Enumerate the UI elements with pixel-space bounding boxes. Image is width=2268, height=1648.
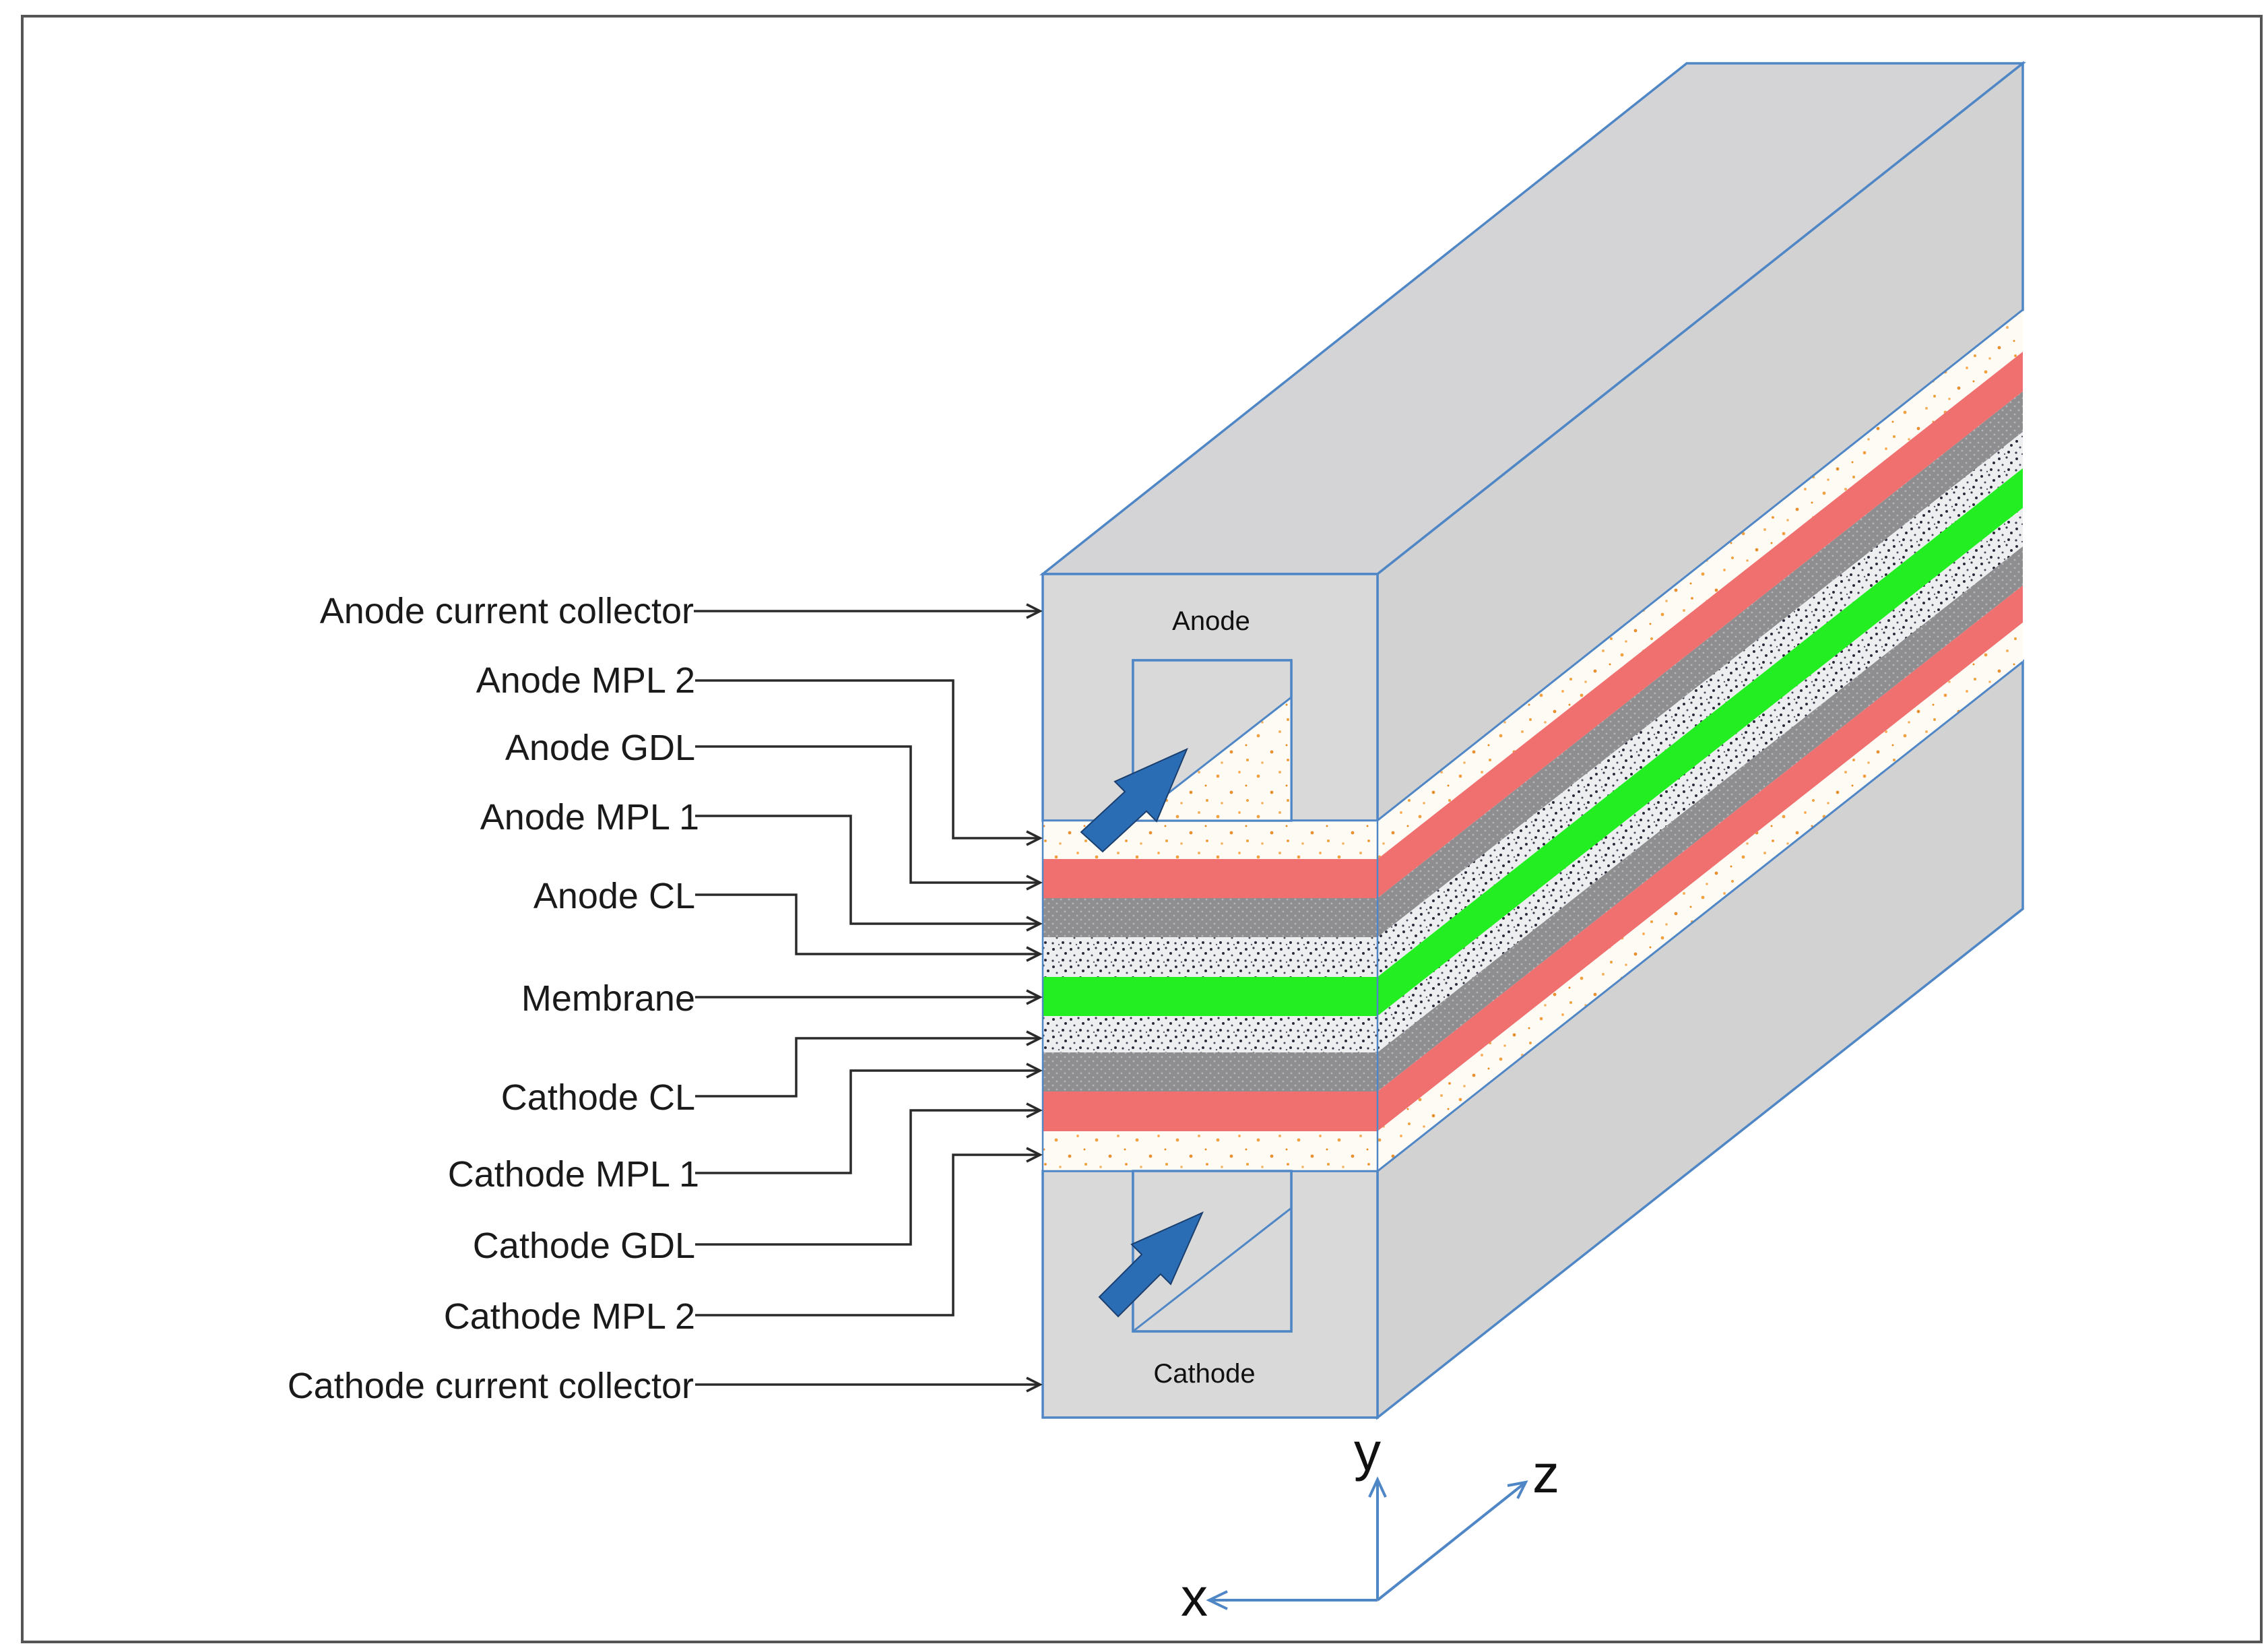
label-anode-mpl-2: Anode MPL 2	[476, 660, 695, 701]
cathode-channel-label: Cathode	[1153, 1359, 1255, 1389]
axis-label-y: y	[1354, 1422, 1381, 1482]
cathode-gdl-front	[1043, 1091, 1378, 1131]
cathode-channel-diagonal	[1132, 1207, 1292, 1333]
cathode-cl-front	[1043, 1016, 1378, 1052]
membrane-front	[1043, 977, 1378, 1016]
label-anode-gdl: Anode GDL	[505, 728, 695, 768]
anode-channel-porous-wedge	[1130, 695, 1293, 822]
anode-flow-arrow	[1080, 748, 1188, 853]
label-cathode-cl: Cathode CL	[501, 1077, 695, 1118]
cathode-mpl-2-front	[1043, 1131, 1378, 1171]
cathode-cl-side	[1378, 508, 2023, 1052]
label-cathode-mpl-1: Cathode MPL 1	[448, 1154, 699, 1195]
anode-cl-side	[1378, 432, 2023, 977]
label-cathode-mpl-2: Cathode MPL 2	[444, 1296, 695, 1337]
label-membrane: Membrane	[521, 978, 695, 1019]
anode-mpl-1-side	[1378, 391, 2023, 937]
axis-label-z: z	[1532, 1444, 1559, 1504]
cathode-mpl-2-side	[1378, 623, 2023, 1171]
label-cathode-gdl: Cathode GDL	[473, 1226, 695, 1266]
cathode-gdl-side	[1378, 585, 2023, 1131]
anode-channel-label: Anode	[1172, 606, 1250, 636]
cathode-mpl-1-front	[1043, 1052, 1378, 1091]
leader-lines	[694, 610, 1039, 1386]
cathode-mpl-1-side	[1378, 546, 2023, 1091]
anode-gdl-side	[1378, 352, 2023, 898]
anode-mpl-2-side	[1378, 310, 2023, 859]
anode-mpl-1-front	[1043, 898, 1378, 937]
membrane-side	[1378, 468, 2023, 1016]
leader-arrowheads	[1026, 603, 1043, 1393]
label-cathode-current-collector: Cathode current collector	[288, 1366, 694, 1406]
label-anode-mpl-1: Anode MPL 1	[480, 797, 699, 837]
coordinate-axes	[1206, 1476, 1528, 1610]
label-anode-current-collector: Anode current collector	[320, 591, 694, 631]
figure-frame	[21, 15, 2263, 1643]
axis-label-x: x	[1181, 1567, 1208, 1627]
anode-gdl-front	[1043, 859, 1378, 898]
cathode-flow-arrow	[1098, 1211, 1204, 1318]
label-anode-cl: Anode CL	[533, 876, 695, 916]
anode-cl-front	[1043, 937, 1378, 977]
